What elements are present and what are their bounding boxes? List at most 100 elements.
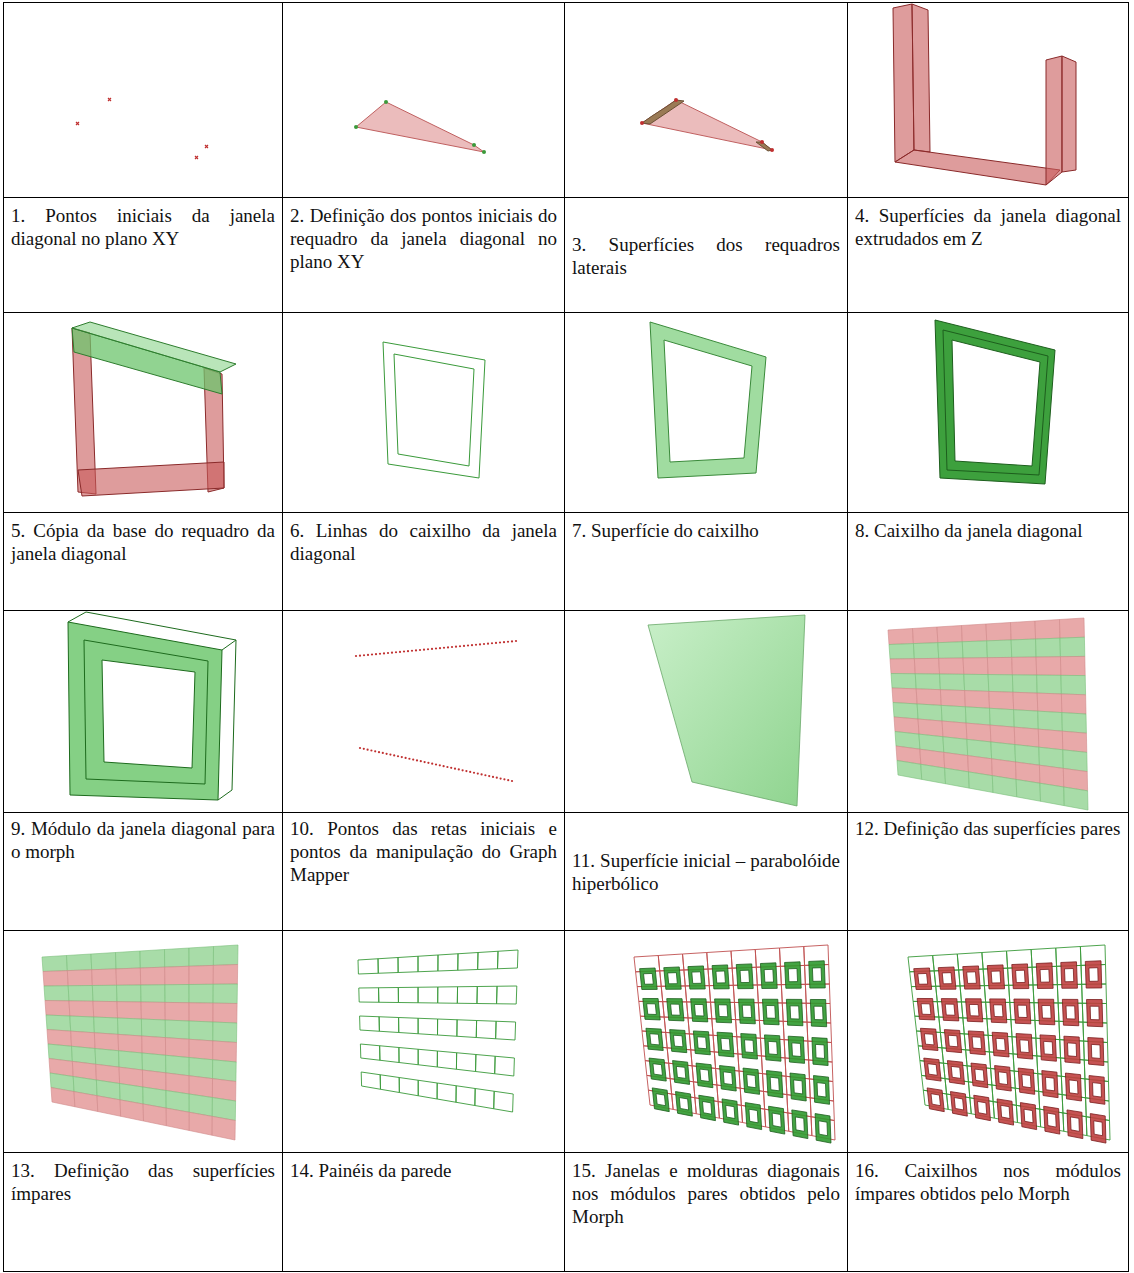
table-cell-caption: 6. Linhas do caixilho da janela diagonal — [283, 513, 564, 610]
caption-text: 14. Painéis da parede — [290, 1159, 557, 1182]
point — [459, 645, 461, 647]
panel-outline — [477, 986, 497, 1004]
panel-outline — [456, 1086, 475, 1106]
surface-cell — [1036, 657, 1061, 676]
surface-cell — [68, 986, 93, 1002]
surface-cell — [189, 947, 214, 967]
window-module — [1040, 1035, 1056, 1061]
point — [500, 777, 502, 779]
window-module — [1044, 1106, 1060, 1134]
panel-outline — [438, 987, 458, 1004]
panel-outline — [418, 987, 438, 1003]
point — [427, 648, 429, 650]
window-module — [1014, 999, 1031, 1024]
table-cell-caption: 7. Superfície do caixilho — [565, 513, 847, 610]
point — [379, 653, 381, 655]
surface-cell — [914, 658, 939, 674]
window-module — [1061, 962, 1078, 988]
surface-cell — [987, 640, 1012, 658]
surface-cell — [939, 658, 964, 674]
window-modules — [640, 961, 831, 1143]
surface-cell — [213, 965, 237, 985]
surface-cell — [118, 1018, 142, 1036]
window-module — [938, 967, 956, 989]
surface-cell — [116, 968, 141, 985]
point — [454, 768, 456, 770]
surface-cell — [94, 1033, 118, 1051]
window-module — [1018, 1068, 1034, 1094]
surface-cell — [92, 985, 117, 1001]
window-module — [640, 968, 658, 990]
point — [443, 647, 445, 649]
window-module — [717, 1032, 734, 1057]
surface-cell — [992, 776, 1016, 797]
panel-outline — [418, 1049, 437, 1067]
table-cell-caption: 2. Definição dos pontos iniciais do requ… — [283, 198, 564, 312]
surface-cell — [1037, 675, 1062, 694]
surface-cell — [968, 772, 993, 793]
surface-cell — [165, 1038, 189, 1058]
panel-outlines — [358, 950, 518, 1112]
point — [495, 642, 497, 644]
surface-cell — [189, 1058, 213, 1079]
point — [408, 758, 410, 760]
point — [483, 643, 485, 645]
surface-cell — [1062, 713, 1087, 734]
point — [412, 758, 414, 760]
surface-cell — [1016, 779, 1040, 801]
point — [382, 752, 384, 754]
window-module — [1064, 1036, 1080, 1063]
window-module — [924, 1058, 941, 1081]
point — [431, 763, 433, 765]
copied-base — [72, 322, 236, 496]
window-module — [814, 1076, 830, 1105]
panel-outline — [359, 988, 379, 1003]
window-module — [664, 967, 681, 989]
panel-outline — [378, 958, 398, 974]
caption-text: 15. Janelas e molduras diagonais nos mód… — [572, 1159, 840, 1228]
surface-cell — [1015, 745, 1040, 766]
point — [367, 749, 369, 751]
caption-text: 16. Caixilhos nos módulos ímpares obtido… — [855, 1159, 1121, 1205]
surface-cell — [940, 674, 965, 691]
window-module — [760, 963, 777, 989]
point — [371, 653, 373, 655]
surface-cell — [1061, 694, 1086, 714]
surface-cell — [213, 945, 238, 965]
point — [431, 648, 433, 650]
point — [359, 655, 361, 657]
surface-cell — [189, 1039, 213, 1060]
surface-cell — [140, 967, 165, 985]
caption-text: 13. Definição das superfícies ímpares — [11, 1159, 275, 1205]
window-module — [670, 1030, 687, 1053]
caption-text: 6. Linhas do caixilho da janela diagonal — [290, 519, 557, 565]
window-module — [1020, 1103, 1036, 1130]
window-module — [741, 1034, 758, 1060]
surface-cell — [74, 1092, 98, 1112]
surface-cell — [213, 984, 237, 1004]
window-module — [68, 612, 236, 800]
window-module — [715, 999, 732, 1023]
surface-cell — [1064, 787, 1088, 810]
window-module — [941, 999, 958, 1021]
window-module — [917, 998, 935, 1019]
window-module — [691, 999, 708, 1022]
surface-cell — [94, 1017, 118, 1034]
window-module — [810, 999, 826, 1026]
surface-cell — [962, 624, 987, 642]
point — [378, 751, 380, 753]
window-module — [736, 964, 753, 989]
surface-cell — [893, 703, 918, 720]
window-module — [812, 1038, 828, 1066]
window-module — [1042, 1071, 1058, 1098]
surface-cell — [913, 627, 938, 644]
window-module — [1067, 1110, 1083, 1139]
window-module — [699, 1095, 716, 1120]
table-cell-caption: 5. Cópia da base do requadro da janela d… — [4, 513, 282, 610]
window-module — [646, 1028, 663, 1050]
window-module — [792, 1110, 808, 1139]
window-module — [947, 1061, 964, 1085]
surface-cell — [117, 1002, 141, 1019]
surface-cell — [1038, 729, 1063, 750]
